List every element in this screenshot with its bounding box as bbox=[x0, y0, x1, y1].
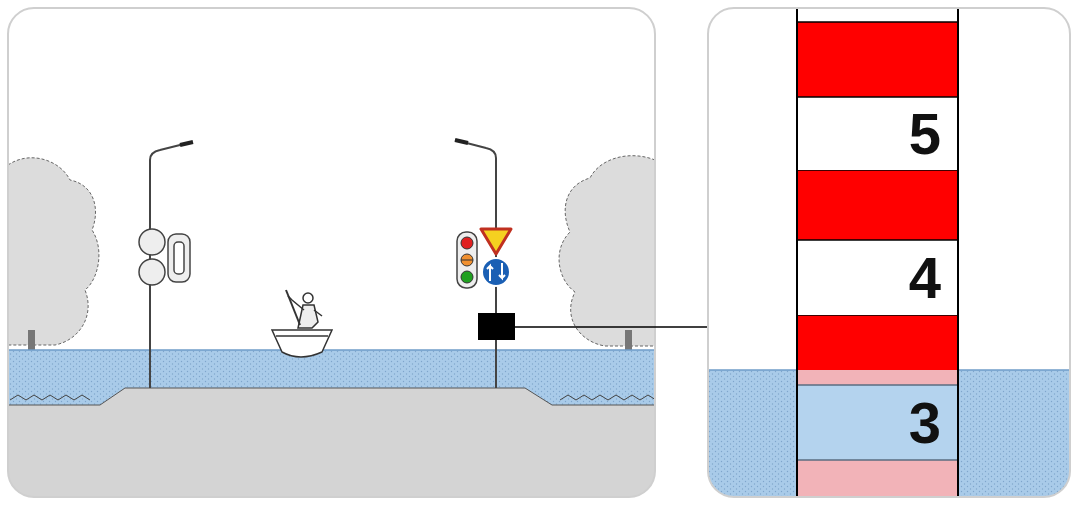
band-lines bbox=[797, 22, 958, 460]
submerged-red-band bbox=[797, 460, 958, 497]
gauge-number: 3 bbox=[909, 394, 941, 452]
panel-frame bbox=[8, 8, 655, 497]
gauge-detail bbox=[708, 8, 1070, 497]
gauge-band: 4 bbox=[798, 241, 957, 315]
blue-sign bbox=[482, 258, 510, 286]
yield-sign bbox=[481, 229, 511, 254]
gauge-number: 5 bbox=[909, 105, 941, 163]
red-band bbox=[797, 315, 958, 370]
signal-lights bbox=[139, 229, 190, 285]
gauge-band: 5 bbox=[798, 98, 957, 170]
red-band bbox=[797, 22, 958, 97]
gauge-number: 4 bbox=[909, 249, 941, 307]
submerged-red-band bbox=[797, 370, 958, 385]
gauge-edge bbox=[957, 8, 959, 497]
panel-frame bbox=[708, 8, 1070, 497]
lock-floor bbox=[8, 388, 655, 497]
boat bbox=[272, 290, 332, 357]
submerged-white-band bbox=[797, 385, 958, 460]
bank-edge bbox=[10, 395, 655, 400]
red-band bbox=[797, 170, 958, 240]
tree-left bbox=[8, 158, 99, 345]
gauge-band: 3 bbox=[798, 386, 957, 460]
gauge-marker bbox=[478, 313, 515, 340]
traffic-light bbox=[457, 232, 477, 288]
tree-right bbox=[559, 156, 655, 346]
lock-scene bbox=[8, 8, 655, 497]
